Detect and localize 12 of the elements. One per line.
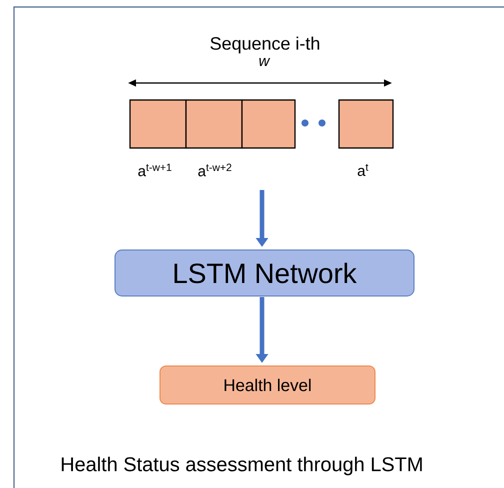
window-label: w (259, 58, 270, 66)
sequence-cell (185, 99, 243, 149)
sequence-cell (338, 99, 394, 149)
sequence-cell (129, 99, 187, 149)
caption: Health Status assessment through LSTM (62, 456, 422, 476)
element-label: a$^{t}$ (358, 164, 368, 176)
sequence-label: Sequence i-th (210, 36, 320, 54)
output-box: Health level (160, 366, 376, 404)
element-label: a$^{t-w+1}$ (138, 164, 172, 176)
sequence-cell (241, 99, 296, 149)
network-box: LSTM Network (114, 250, 414, 296)
element-label: a$^{t-w+2}$ (198, 164, 232, 176)
